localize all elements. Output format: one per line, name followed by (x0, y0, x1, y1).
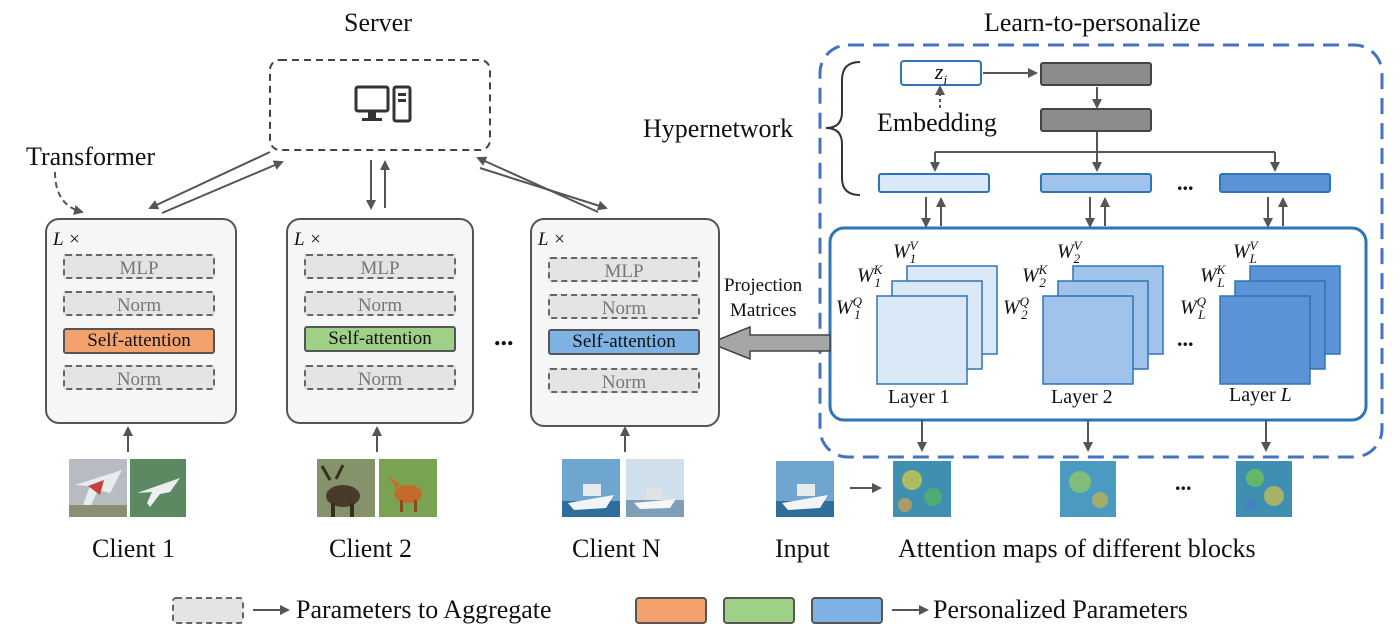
client-1-label: Client 1 (92, 534, 176, 563)
client-n-self-attention: Self-attention (548, 329, 700, 355)
transformer-pointer (54, 171, 84, 215)
legend-personalized: Personalized Parameters (933, 595, 1188, 624)
layer-l-stack (1219, 265, 1341, 385)
attention-ellipsis: ... (1175, 470, 1192, 495)
projection-label-1: Projection (724, 275, 803, 296)
projection-arrow (707, 325, 831, 361)
input-label: Input (775, 534, 830, 563)
layer-1-wq: WQ1 (836, 294, 863, 322)
hypernetwork-brace (825, 61, 861, 196)
attention-map-1 (893, 461, 951, 517)
hyper-out-l (1219, 173, 1331, 193)
layer-2-wk: WK2 (1022, 262, 1048, 290)
z-symbol: z (934, 59, 944, 84)
legend-aggregate: Parameters to Aggregate (296, 595, 552, 624)
clients-ellipsis: ... (494, 322, 514, 351)
client-n-label: Client N (572, 534, 661, 563)
server-client-arrows (148, 151, 608, 214)
client-1-mlp: MLP (63, 254, 215, 279)
client-1-repeat: L × (53, 229, 81, 250)
transformer-label: Transformer (26, 142, 156, 171)
layer-2-wq: WQ2 (1003, 294, 1030, 322)
layer-l-label: Layer L (1229, 384, 1292, 406)
server-title: Server (344, 8, 412, 37)
client1-photo-b (130, 459, 186, 517)
attention-map-2 (1060, 461, 1116, 517)
client-2-norm-2: Norm (304, 365, 456, 390)
input-photo (776, 461, 834, 517)
projection-label-2: Matrices (730, 300, 797, 321)
hyper-ellipsis: ... (1177, 170, 1194, 195)
clientn-photo-b (626, 459, 684, 517)
layer-2-stack (1042, 265, 1164, 385)
layer-2-wv: WV2 (1057, 238, 1082, 266)
embedding-label: Embedding (877, 108, 997, 137)
client-1-norm: Norm (63, 291, 215, 316)
attention-map-l (1236, 461, 1292, 517)
layer-ellipsis: ... (1177, 326, 1194, 351)
client-2-norm: Norm (304, 291, 456, 316)
client-2-self-attention: Self-attention (304, 326, 456, 352)
client-2-repeat: L × (294, 229, 322, 250)
client-n-repeat: L × (538, 229, 566, 250)
learn-to-personalize-title: Learn-to-personalize (984, 8, 1201, 37)
legend-shapes (172, 597, 929, 624)
client2-photo-b (379, 459, 437, 517)
layer-1-wk: WK1 (857, 262, 883, 290)
client-2-label: Client 2 (329, 534, 413, 563)
clientn-photo-a (562, 459, 620, 517)
layer-2-label: Layer 2 (1051, 386, 1113, 408)
client-1-norm-2: Norm (63, 365, 215, 390)
client2-photo-a (317, 459, 375, 517)
client-1-self-attention: Self-attention (63, 328, 215, 354)
attention-maps-label: Attention maps of different blocks (898, 534, 1256, 563)
layer-l-wq: WQL (1180, 294, 1207, 322)
client-2-mlp: MLP (304, 254, 456, 279)
client1-photo-a (69, 459, 127, 517)
server-box (269, 59, 491, 151)
computer-icon (354, 85, 414, 125)
layer-box (828, 226, 1368, 422)
layer-l-wk: WKL (1200, 262, 1226, 290)
personalize-box (818, 43, 1384, 459)
client-n-norm-2: Norm (548, 368, 700, 393)
embedding-z-box: zi (900, 59, 982, 89)
layer-l-wv: WVL (1233, 238, 1258, 266)
hyper-out-1 (878, 173, 990, 193)
z-subscript: i (943, 73, 948, 89)
hypernetwork-label: Hypernetwork (643, 114, 794, 143)
client-n-norm: Norm (548, 294, 700, 319)
layer-1-label: Layer 1 (888, 386, 950, 408)
hyper-block-2 (1040, 108, 1152, 132)
hyper-out-2 (1040, 173, 1152, 193)
hyper-block-1 (1040, 62, 1152, 86)
layer-1-stack (876, 265, 998, 385)
client-n-mlp: MLP (548, 257, 700, 282)
layer-1-wv: WV1 (893, 238, 918, 266)
